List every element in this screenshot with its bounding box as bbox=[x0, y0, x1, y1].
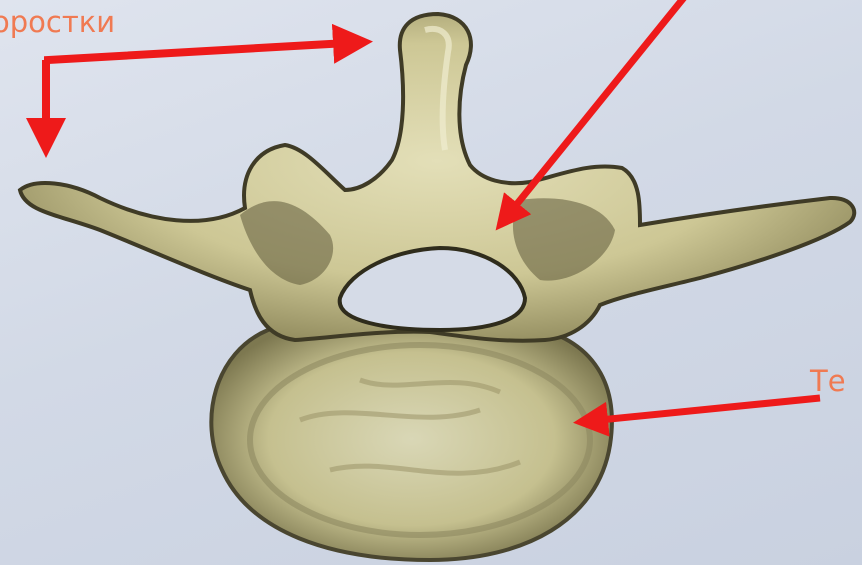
arrow-to-spinous-process bbox=[48, 42, 365, 62]
arrow-to-vertebral-body bbox=[580, 398, 820, 422]
vertebral-body bbox=[211, 318, 612, 560]
label-processes: оростки bbox=[0, 8, 115, 37]
label-body: Те bbox=[810, 367, 846, 396]
